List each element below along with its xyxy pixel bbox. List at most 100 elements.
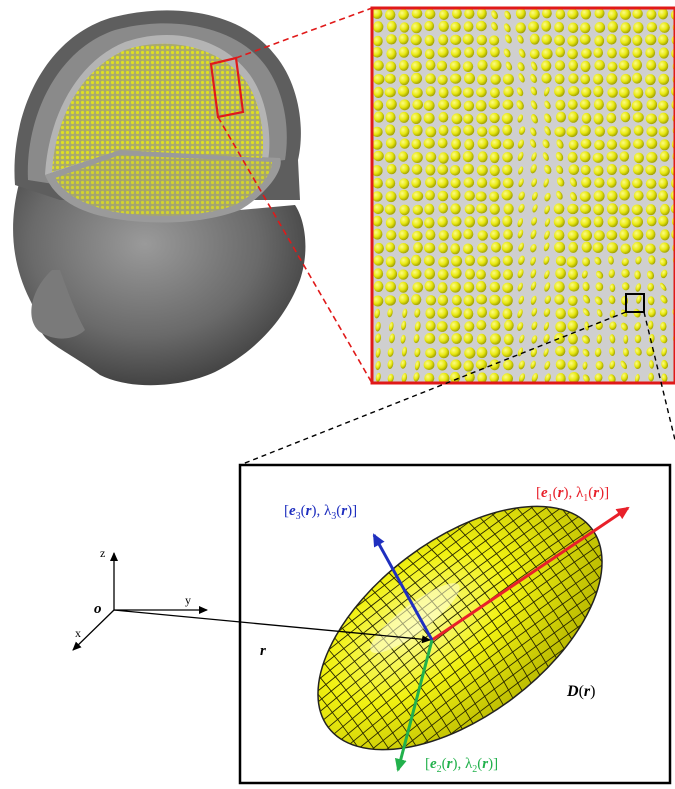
tensor-glyph: [385, 124, 395, 135]
tensor-glyph: [425, 35, 435, 46]
tensor-glyph: [567, 9, 578, 20]
tensor-glyph: [451, 126, 461, 137]
tensor-glyph: [451, 151, 461, 162]
tensor-glyph: [554, 203, 565, 214]
tensor-glyph: [660, 204, 670, 215]
tensor-glyph: [439, 333, 450, 344]
tensor-glyph: [555, 74, 565, 84]
tensor-glyph: [647, 22, 657, 32]
tensor-glyph: [411, 269, 421, 279]
tensor-glyph: [399, 99, 410, 110]
tensor-glyph: [399, 74, 409, 85]
tensor-glyph: [634, 191, 644, 201]
tensor-glyph: [463, 244, 473, 255]
tensor-glyph: [387, 21, 397, 32]
tensor-glyph: [398, 243, 409, 253]
tensor-glyph: [567, 35, 578, 46]
tensor-glyph: [476, 294, 487, 304]
tensor-glyph: [476, 269, 486, 279]
tensor-glyph: [450, 165, 460, 176]
tensor-glyph: [450, 74, 461, 84]
tensor-glyph: [658, 178, 668, 189]
tensor-glyph: [607, 126, 618, 136]
tensor-glyph: [489, 113, 499, 123]
tensor-glyph: [556, 9, 566, 20]
tensor-glyph: [541, 21, 551, 32]
tensor-glyph: [465, 372, 475, 383]
tensor-glyph: [451, 256, 462, 267]
tensor-glyph: [567, 49, 578, 60]
tensor-glyph: [504, 334, 514, 345]
tensor-glyph: [386, 34, 397, 44]
tensor-glyph: [490, 88, 500, 99]
y-axis-label: y: [185, 593, 191, 607]
tensor-glyph: [555, 268, 566, 279]
tensor-glyph: [399, 47, 409, 58]
tensor-glyph: [424, 204, 434, 215]
tensor-glyph: [400, 22, 410, 32]
tensor-glyph: [647, 216, 657, 226]
tensor-glyph: [451, 333, 461, 344]
tensor-glyph: [491, 242, 501, 253]
tensor-glyph: [425, 308, 435, 319]
tensor-glyph: [490, 152, 500, 163]
tensor-glyph: [568, 99, 578, 109]
tensor-glyph: [607, 48, 617, 59]
tensor-glyph: [632, 205, 643, 216]
tensor-glyph: [425, 9, 436, 19]
tensor-glyph: [542, 8, 552, 18]
tensor-glyph: [606, 73, 617, 84]
tensor-glyph: [581, 230, 592, 241]
tensor-glyph: [502, 283, 513, 293]
tensor-glyph: [450, 35, 461, 45]
tensor-glyph: [632, 35, 642, 46]
tensor-glyph: [554, 216, 565, 227]
tensor-glyph: [477, 47, 488, 58]
tensor-glyph: [658, 101, 668, 111]
tensor-glyph: [464, 177, 475, 187]
tensor-glyph: [451, 86, 461, 97]
tensor-glyph: [412, 125, 422, 136]
tensor-glyph: [646, 229, 656, 240]
tensor-glyph: [633, 112, 644, 122]
tensor-glyph: [477, 334, 487, 345]
tensor-glyph: [425, 281, 435, 292]
tensor-glyph: [477, 256, 488, 267]
tensor-glyph: [555, 346, 565, 356]
tensor-glyph: [633, 229, 644, 240]
tensor-glyph: [580, 204, 591, 214]
tensor-glyph: [438, 243, 448, 254]
zoom-panel: [371, 8, 675, 385]
tensor-glyph: [581, 165, 591, 175]
tensor-glyph: [593, 204, 604, 215]
tensor-glyph: [425, 73, 436, 84]
tensor-glyph: [398, 269, 408, 279]
tensor-glyph: [478, 230, 488, 240]
tensor-glyph: [425, 190, 435, 200]
tensor-glyph: [608, 21, 618, 32]
tensor-glyph: [568, 111, 578, 122]
tensor-glyph: [426, 321, 436, 332]
tensor-glyph: [463, 34, 474, 45]
tensor-glyph: [450, 282, 461, 293]
tensor-glyph: [437, 321, 448, 332]
tensor-glyph: [621, 99, 631, 110]
tensor-glyph: [530, 49, 540, 59]
tensor-glyph: [411, 61, 422, 72]
tensor-glyph: [437, 216, 447, 227]
tensor-glyph: [581, 8, 591, 19]
tensor-glyph: [568, 269, 578, 280]
tensor-glyph: [580, 99, 591, 109]
tensor-glyph: [477, 177, 487, 188]
tensor-glyph: [476, 100, 487, 111]
e2-label: [e2(r), λ2(r)]: [425, 756, 498, 775]
tensor-glyph: [581, 139, 592, 149]
tensor-glyph: [595, 8, 605, 18]
tensor-glyph: [607, 177, 617, 187]
tensor-glyph: [491, 320, 501, 330]
tensor-glyph: [439, 112, 449, 123]
tensor-glyph: [426, 86, 436, 96]
tensor-glyph: [554, 333, 565, 344]
tensor-glyph: [386, 191, 397, 202]
